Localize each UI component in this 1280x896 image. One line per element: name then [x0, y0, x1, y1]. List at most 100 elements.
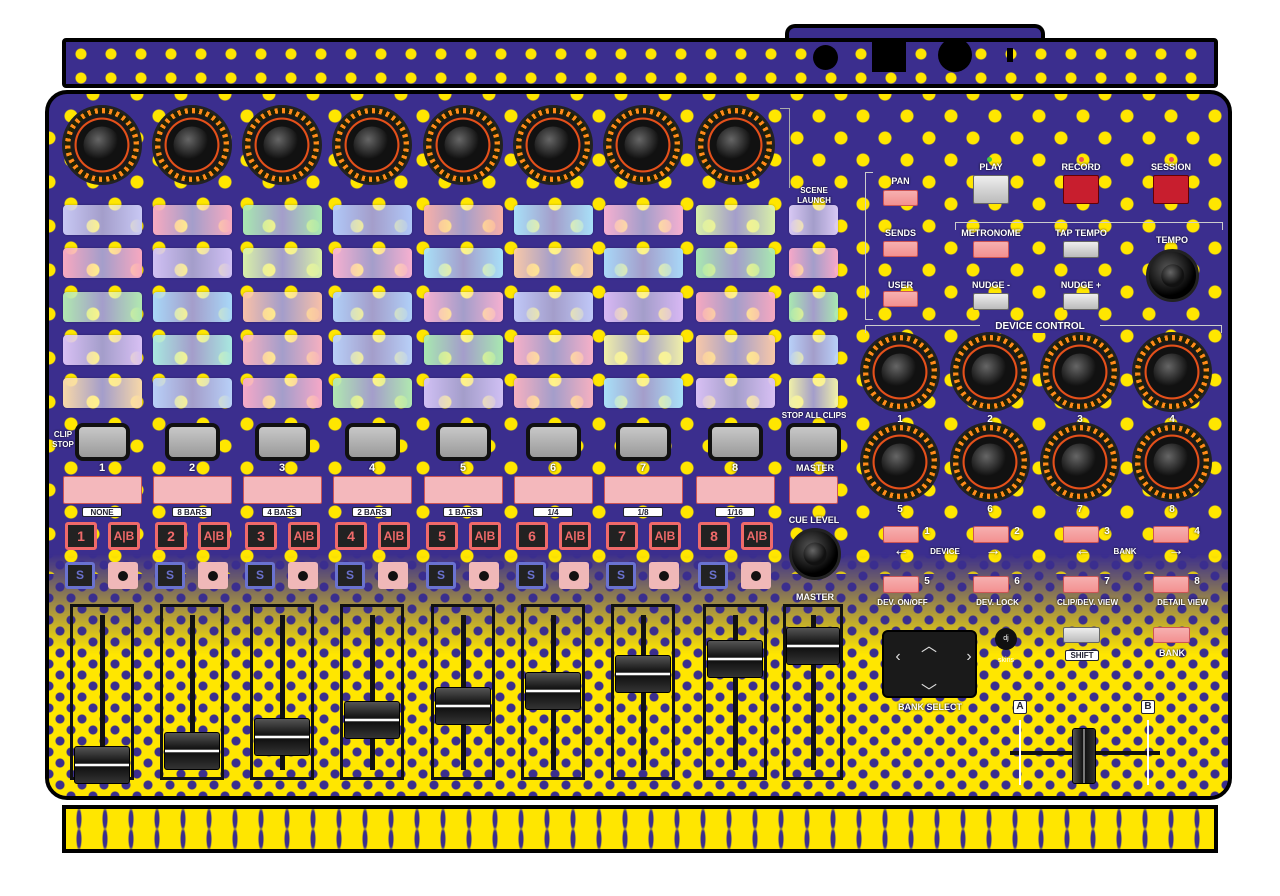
user-button[interactable]: [883, 291, 918, 307]
nudge-plus-button[interactable]: [1063, 293, 1099, 310]
scene-launch-button[interactable]: [789, 248, 838, 279]
device-control-button[interactable]: [973, 526, 1009, 543]
scene-launch-button[interactable]: [789, 334, 838, 365]
solo-button[interactable]: S: [516, 562, 546, 589]
record-arm-button[interactable]: [288, 562, 318, 589]
clip-stop-button[interactable]: [436, 423, 491, 461]
clip-launch-button[interactable]: [333, 205, 412, 235]
device-control-knob[interactable]: [950, 332, 1030, 412]
track-select-button[interactable]: [63, 476, 142, 504]
track-knob[interactable]: [62, 105, 142, 185]
crossfade-assign-button[interactable]: A|B: [198, 522, 230, 550]
clip-launch-button[interactable]: [604, 205, 683, 235]
clip-launch-button[interactable]: [243, 205, 322, 235]
clip-launch-button[interactable]: [333, 334, 412, 365]
record-arm-button[interactable]: [649, 562, 679, 589]
track-activator-button[interactable]: 4: [335, 522, 367, 550]
track-knob[interactable]: [152, 105, 232, 185]
down-arrow-icon[interactable]: ﹀: [920, 684, 937, 701]
scene-launch-button[interactable]: [789, 291, 838, 322]
clip-launch-button[interactable]: [153, 291, 232, 322]
stop-all-clips-button[interactable]: [786, 423, 841, 461]
shift-button[interactable]: [1063, 627, 1100, 643]
clip-launch-button[interactable]: [604, 378, 683, 409]
clip-launch-button[interactable]: [696, 248, 775, 279]
clip-launch-button[interactable]: [243, 248, 322, 279]
clip-launch-button[interactable]: [514, 291, 593, 322]
solo-button[interactable]: S: [698, 562, 728, 589]
clip-launch-button[interactable]: [243, 291, 322, 322]
device-control-knob[interactable]: [1040, 422, 1120, 502]
track-select-button[interactable]: [153, 476, 232, 504]
track-knob[interactable]: [513, 105, 593, 185]
clip-launch-button[interactable]: [696, 291, 775, 322]
track-activator-button[interactable]: 5: [426, 522, 458, 550]
track-select-button[interactable]: [333, 476, 412, 504]
clip-launch-button[interactable]: [604, 334, 683, 365]
clip-stop-button[interactable]: [526, 423, 581, 461]
record-arm-button[interactable]: [198, 562, 228, 589]
solo-button[interactable]: S: [65, 562, 95, 589]
crossfade-assign-button[interactable]: A|B: [108, 522, 140, 550]
track-activator-button[interactable]: 3: [245, 522, 277, 550]
track-activator-button[interactable]: 2: [155, 522, 187, 550]
clip-launch-button[interactable]: [63, 205, 142, 235]
clip-stop-button[interactable]: [75, 423, 130, 461]
nudge-minus-button[interactable]: [973, 293, 1009, 310]
solo-button[interactable]: S: [426, 562, 456, 589]
clip-stop-button[interactable]: [616, 423, 671, 461]
play-button[interactable]: [973, 175, 1009, 204]
crossfader-cap[interactable]: [1072, 728, 1096, 784]
solo-button[interactable]: S: [606, 562, 636, 589]
record-arm-button[interactable]: [741, 562, 771, 589]
clip-launch-button[interactable]: [63, 378, 142, 409]
device-control-knob[interactable]: [860, 332, 940, 412]
channel-fader-cap[interactable]: [435, 687, 491, 726]
track-knob[interactable]: [423, 105, 503, 185]
record-arm-button[interactable]: [378, 562, 408, 589]
solo-button[interactable]: S: [155, 562, 185, 589]
clip-launch-button[interactable]: [514, 248, 593, 279]
device-control-button[interactable]: [883, 526, 919, 543]
device-control-knob[interactable]: [1132, 332, 1212, 412]
master-select-button[interactable]: [789, 476, 838, 504]
device-control-knob[interactable]: [950, 422, 1030, 502]
clip-launch-button[interactable]: [424, 248, 503, 279]
tempo-knob[interactable]: [1146, 249, 1199, 302]
scene-launch-button[interactable]: [789, 205, 838, 235]
right-arrow-icon[interactable]: ›: [966, 648, 972, 665]
device-control-button[interactable]: [1063, 576, 1099, 593]
track-select-button[interactable]: [243, 476, 322, 504]
clip-launch-button[interactable]: [153, 205, 232, 235]
clip-launch-button[interactable]: [604, 291, 683, 322]
device-control-knob[interactable]: [1040, 332, 1120, 412]
crossfade-assign-button[interactable]: A|B: [649, 522, 681, 550]
master-fader-cap[interactable]: [786, 627, 840, 665]
clip-launch-button[interactable]: [514, 334, 593, 365]
clip-stop-button[interactable]: [708, 423, 763, 461]
clip-launch-button[interactable]: [514, 205, 593, 235]
device-control-knob[interactable]: [1132, 422, 1212, 502]
channel-fader-cap[interactable]: [344, 701, 400, 740]
track-select-button[interactable]: [604, 476, 683, 504]
crossfade-assign-button[interactable]: A|B: [469, 522, 501, 550]
clip-launch-button[interactable]: [153, 248, 232, 279]
clip-launch-button[interactable]: [63, 291, 142, 322]
clip-launch-button[interactable]: [63, 334, 142, 365]
track-select-button[interactable]: [424, 476, 503, 504]
track-activator-button[interactable]: 7: [606, 522, 638, 550]
clip-launch-button[interactable]: [153, 334, 232, 365]
bank-button[interactable]: [1153, 627, 1190, 643]
channel-fader-cap[interactable]: [74, 746, 130, 784]
sends-button[interactable]: [883, 241, 918, 257]
crossfade-assign-button[interactable]: A|B: [378, 522, 410, 550]
clip-launch-button[interactable]: [514, 378, 593, 409]
track-knob[interactable]: [695, 105, 775, 185]
device-control-button[interactable]: [1063, 526, 1099, 543]
clip-launch-button[interactable]: [63, 248, 142, 279]
device-control-button[interactable]: [973, 576, 1009, 593]
record-button[interactable]: [1063, 175, 1099, 204]
device-control-button[interactable]: [1153, 576, 1189, 593]
device-control-button[interactable]: [1153, 526, 1189, 543]
scene-launch-button[interactable]: [789, 378, 838, 409]
